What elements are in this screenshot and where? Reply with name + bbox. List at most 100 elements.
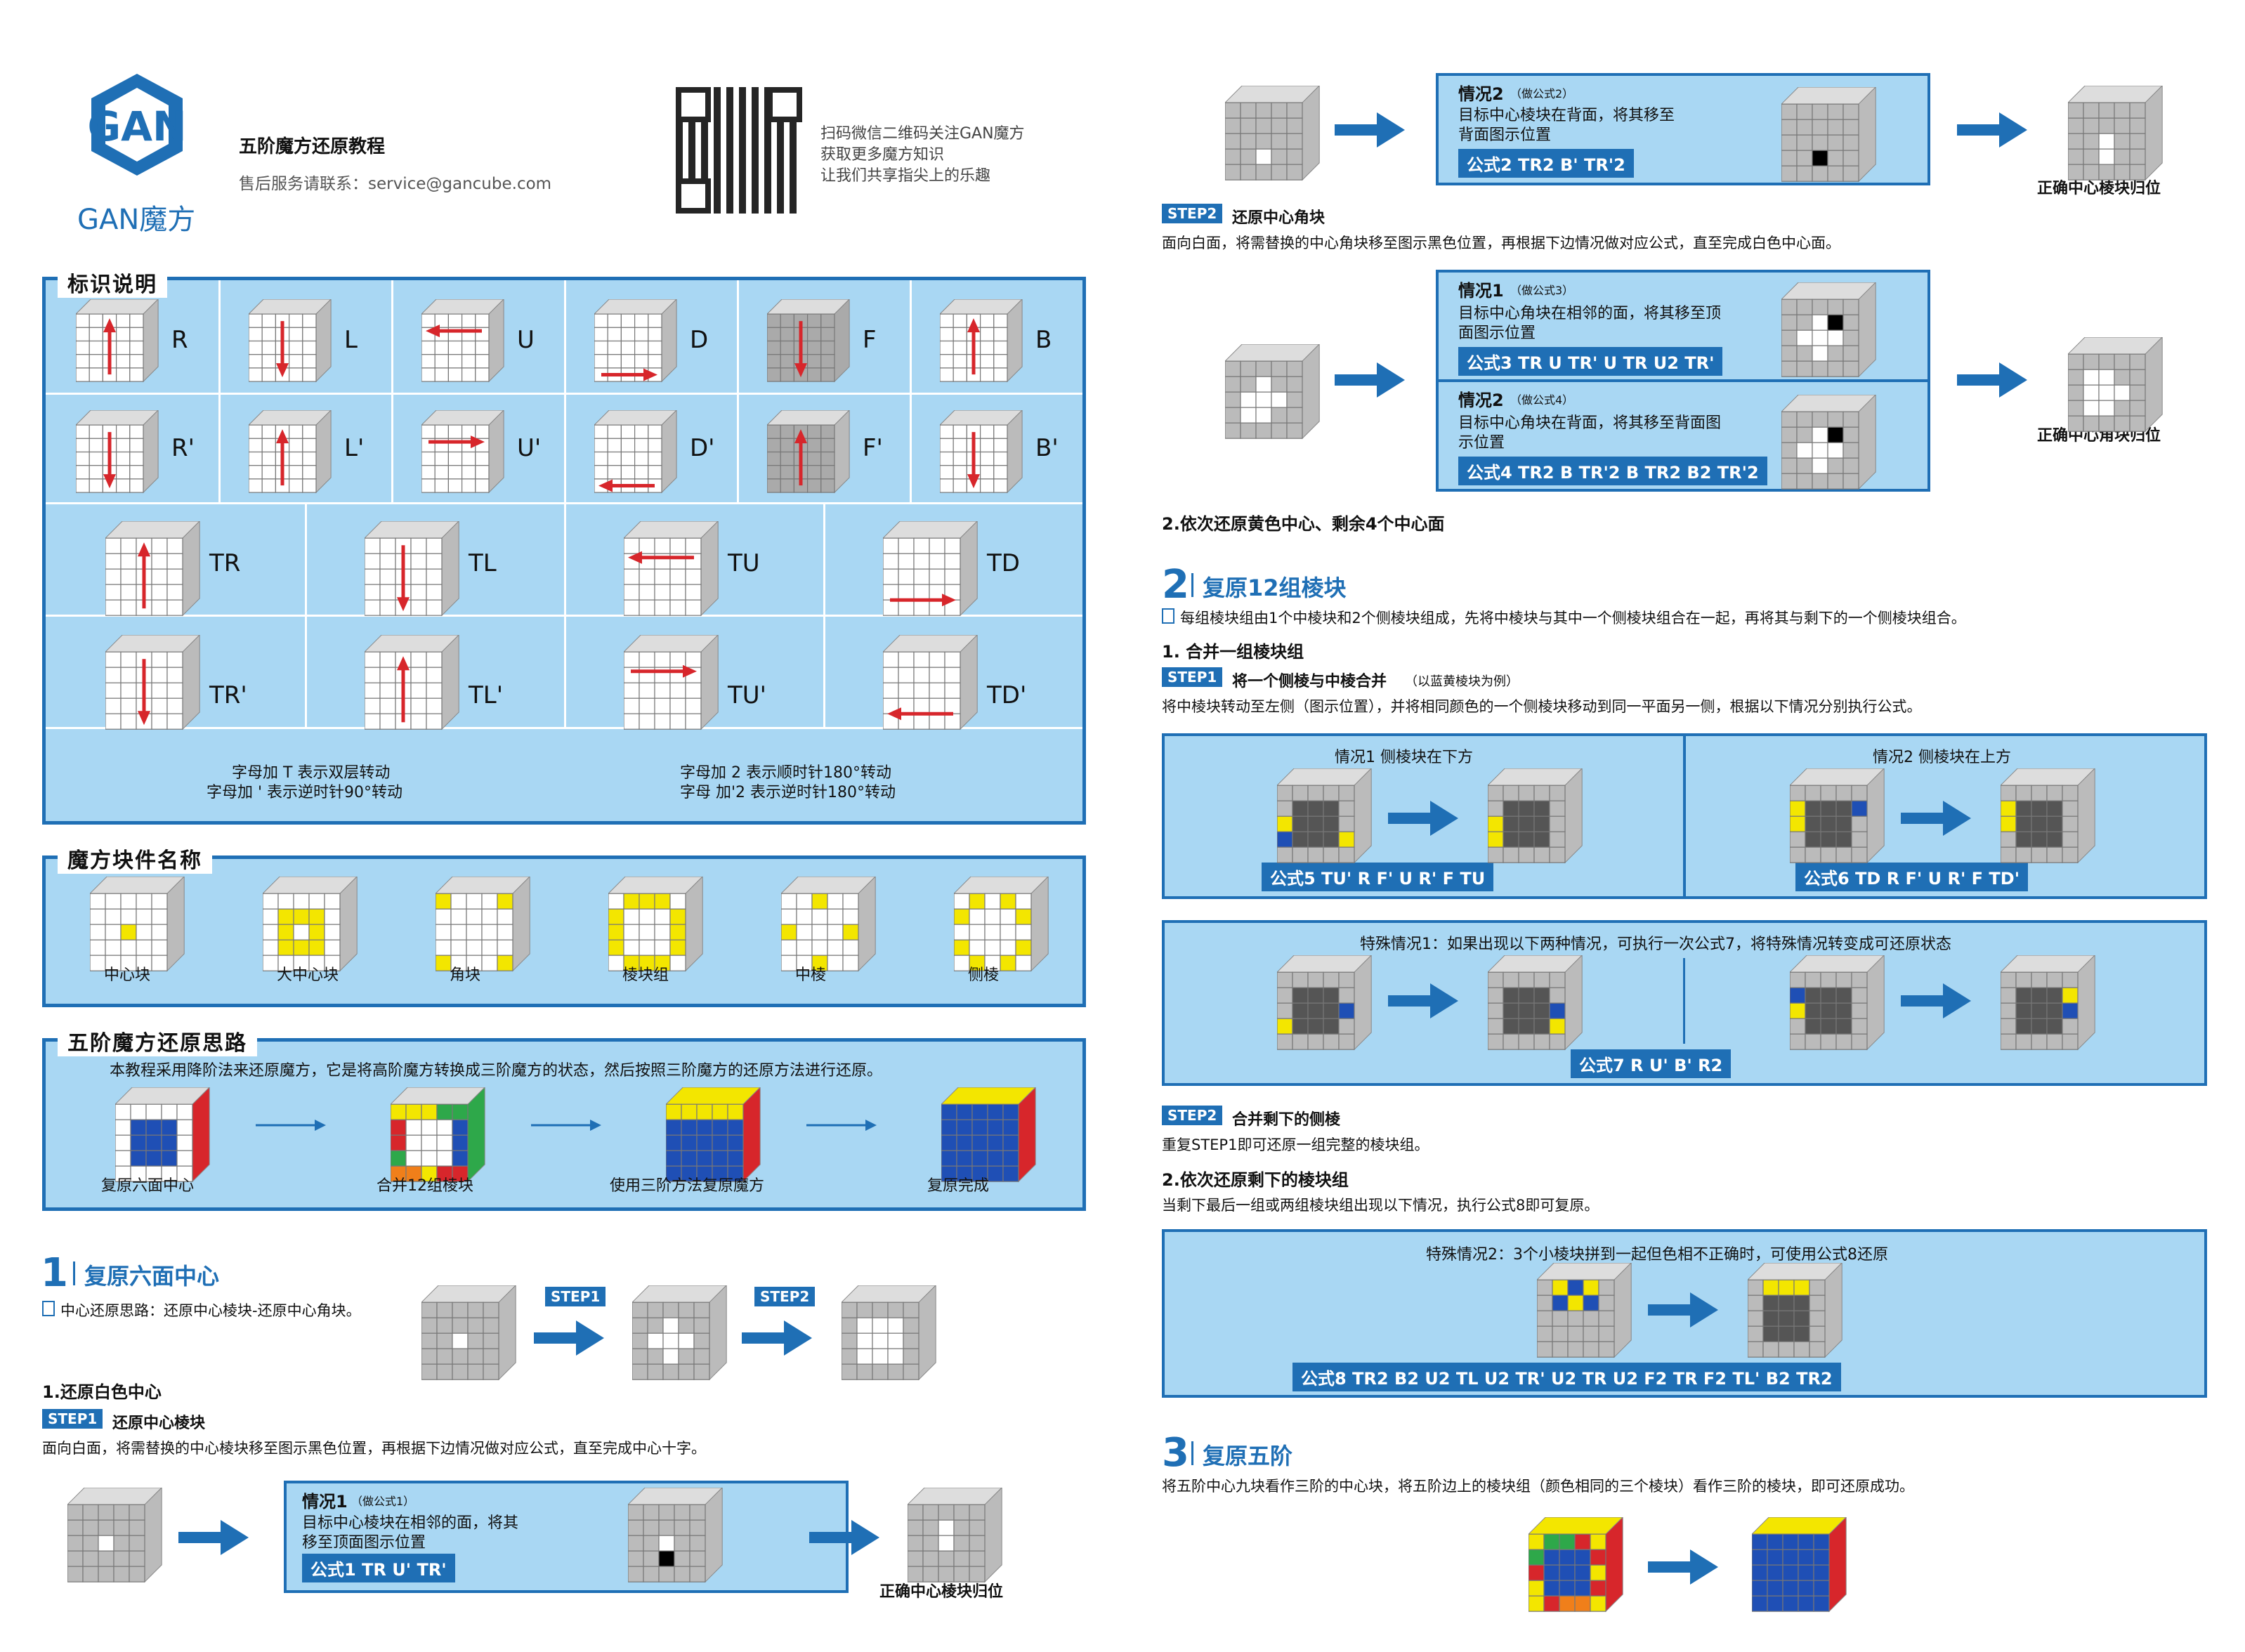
piece-name-3: 棱块组 xyxy=(622,966,669,984)
piece-cube-1 xyxy=(261,875,360,976)
doc-icon-2 xyxy=(1162,608,1174,624)
notation-cube-B xyxy=(938,298,1025,387)
notation-cube-D' xyxy=(593,409,679,498)
notation-note-right-2: 字母 加'2 表示逆时针180°转动 xyxy=(680,784,896,801)
piece-name-1: 大中心块 xyxy=(277,966,339,984)
notation-label-t-0: TR xyxy=(209,549,241,577)
case2-line-1: 目标中心棱块在背面，将其移至 xyxy=(1458,107,1675,124)
piece-name-2: 角块 xyxy=(450,966,481,984)
notation-cube-U' xyxy=(420,409,506,498)
case3-title: 情况1 xyxy=(1458,281,1504,301)
notation-label-p-3: D' xyxy=(690,434,715,462)
notation-cube-TU' xyxy=(622,634,721,735)
edge2-result-cube xyxy=(1999,767,2097,868)
s2-title: 还原中心角块 xyxy=(1232,209,1326,227)
notation-label-p-5: B' xyxy=(1035,434,1059,462)
case4-small: （做公式4） xyxy=(1510,393,1574,407)
special-1-text: 特殊情况1：如果出现以下两种情况，可执行一次公式7，将特殊情况转变成可还原状态 xyxy=(1360,936,1951,953)
approach-cube-0 xyxy=(114,1086,212,1187)
result-1: 正确中心棱块归位 xyxy=(879,1583,1004,1601)
notation-cube-L' xyxy=(247,409,334,498)
sec1-cube-a xyxy=(420,1284,518,1385)
formula-6: 公式6 TD R F' U R' F TD' xyxy=(1795,863,2029,891)
sub-yellow-center: 2.依次还原黄色中心、剩余4个中心面 xyxy=(1162,514,1445,534)
notation-label-0: R xyxy=(171,326,188,354)
s2-tag: STEP2 xyxy=(1162,204,1223,223)
notation-label-1: L xyxy=(344,326,358,354)
step2-tag-top: STEP2 xyxy=(754,1287,816,1306)
case2-target-cube xyxy=(1780,86,1878,187)
section-3-title: 复原五阶 xyxy=(1203,1443,1293,1469)
special2-cube-a xyxy=(1536,1261,1634,1363)
special1-cube-a xyxy=(1276,954,1374,1055)
notation-note-right-1: 字母加 2 表示顺时针180°转动 xyxy=(680,764,891,782)
qr-line-3: 让我们共享指尖上的乐趣 xyxy=(820,167,991,185)
formula-5: 公式5 TU' R F' U R' F TU xyxy=(1262,863,1494,891)
notation-cube-B' xyxy=(938,409,1025,498)
case3-small: （做公式3） xyxy=(1510,284,1574,297)
notation-cube-F xyxy=(766,298,852,387)
grid-line xyxy=(46,727,1082,729)
grid-line xyxy=(737,280,739,502)
special1-cube-c xyxy=(1788,954,1887,1055)
special1-cube-b xyxy=(1486,954,1585,1055)
notation-note-left-1: 字母加 T 表示双层转动 xyxy=(232,764,391,782)
notation-label-t-1: TL xyxy=(469,549,497,577)
formula-2: 公式2 TR2 B' TR'2 xyxy=(1458,149,1634,178)
notation-label-tp-1: TL' xyxy=(469,681,504,709)
edge1-start-cube xyxy=(1276,767,1374,868)
qr-code[interactable] xyxy=(676,87,802,214)
sec1-cube-c xyxy=(840,1284,938,1385)
section-2-title: 复原12组棱块 xyxy=(1203,575,1347,601)
piece-name-0: 中心块 xyxy=(104,966,151,984)
case2-small: （做公式2） xyxy=(1510,87,1574,100)
formula-1: 公式1 TR U' TR' xyxy=(302,1554,455,1582)
notation-cube-L xyxy=(247,298,334,387)
service-contact: 售后服务请联系：service@gancube.com xyxy=(239,175,552,193)
case4-target-cube xyxy=(1780,393,1878,494)
arrow-right-icon xyxy=(1901,983,1971,1021)
piece-cube-2 xyxy=(434,875,532,976)
grid-line xyxy=(564,280,566,502)
case4-line-2: 示位置 xyxy=(1458,434,1505,452)
notation-label-p-0: R' xyxy=(171,434,195,462)
sec1-cube-b xyxy=(631,1284,729,1385)
section-3-desc: 将五阶中心九块看作三阶的中心块，将五阶边上的棱块组（颜色相同的三个棱块）看作三阶… xyxy=(1162,1478,1914,1495)
approach-title: 五阶魔方还原思路 xyxy=(58,1025,257,1056)
sec3-solved-cube xyxy=(1750,1516,1849,1617)
notation-cube-R xyxy=(74,298,161,387)
case2-title: 情况2 xyxy=(1458,84,1504,104)
remaining-desc: 当剩下最后一组或两组棱块组出现以下情况，执行公式8即可复原。 xyxy=(1162,1197,1599,1214)
qr-line-2: 获取更多魔方知识 xyxy=(820,146,945,164)
doc-icon xyxy=(42,1301,55,1316)
grid-line xyxy=(391,280,393,502)
notation-cube-TR xyxy=(104,520,202,621)
notation-cube-TR' xyxy=(104,634,202,735)
m1-desc: 将中棱块转动至左侧（图示位置），并将相同颜色的一个侧棱块移动到同一平面另一侧，根… xyxy=(1162,698,1922,715)
formula-4: 公式4 TR2 B TR'2 B TR2 B2 TR'2 xyxy=(1458,457,1767,485)
approach-cube-1 xyxy=(389,1086,487,1187)
section-1-title: 复原六面中心 xyxy=(84,1263,220,1290)
section-1-number: 1 xyxy=(41,1250,68,1296)
arrow-right-icon xyxy=(531,1118,601,1135)
notation-label-tp-0: TR' xyxy=(209,681,247,709)
merge-title: 1. 合并一组棱块组 xyxy=(1162,642,1304,662)
m2-tag: STEP2 xyxy=(1162,1106,1223,1125)
case2-line-2: 背面图示位置 xyxy=(1458,126,1552,144)
notation-label-tp-3: TD' xyxy=(987,681,1027,709)
edge2-start-cube xyxy=(1788,767,1887,868)
s1-desc: 面向白面，将需替换的中心棱块移至图示黑色位置，再根据下边情况做对应公式，直至完成… xyxy=(42,1440,706,1457)
arrow-right-icon xyxy=(742,1320,812,1358)
piece-cube-3 xyxy=(607,875,705,976)
special1-divider xyxy=(1683,958,1685,1044)
case3-line-2: 面图示位置 xyxy=(1458,324,1536,342)
pieces-title: 魔方块件名称 xyxy=(58,843,212,874)
arrow-right-icon xyxy=(1901,801,1971,839)
m2-desc: 重复STEP1即可还原一组完整的棱块组。 xyxy=(1162,1136,1429,1153)
approach-desc: 本教程采用降阶法来还原魔方，它是将高阶魔方转换成三阶魔方的状态，然后按照三阶魔方… xyxy=(110,1062,883,1080)
edge1-result-cube xyxy=(1486,767,1585,868)
piece-name-5: 侧棱 xyxy=(968,966,1000,984)
formula-7: 公式7 R U' B' R2 xyxy=(1571,1049,1732,1078)
case2-start-cube xyxy=(1224,84,1322,185)
m1-tag: STEP1 xyxy=(1162,667,1223,687)
